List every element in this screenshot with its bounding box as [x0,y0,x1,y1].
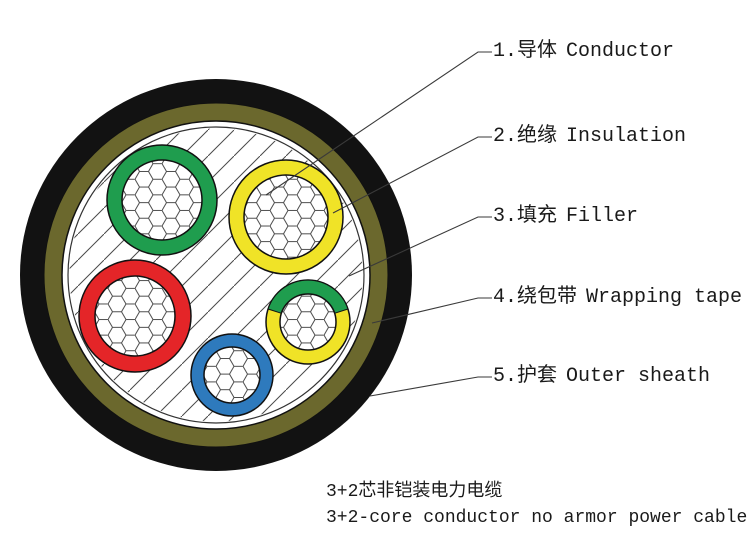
label-insulation: 2.绝缘 Insulation [493,124,686,150]
label-conductor: 1.导体 Conductor [493,39,674,65]
label-conductor-zh: 导体 [517,40,558,63]
label-insulation-number: 2. [493,125,518,148]
figure-caption: 3+2芯非铠装电力电缆 3+2-core conductor no armor … [326,479,747,531]
leader-line-outer-sheath [369,376,492,397]
caption-line-zh: 3+2芯非铠装电力电缆 [326,482,503,502]
leader-line-wrapping-tape [371,297,492,324]
leader-line-insulation [332,136,492,214]
label-conductor-en: Conductor [566,40,675,63]
label-conductor-number: 1. [493,40,518,63]
leader-lines [265,51,492,397]
label-outer-sheath-zh: 护套 [517,365,558,388]
core-blue [190,333,274,417]
leader-line-conductor [265,51,492,196]
label-wrapping-tape-zh: 绕包带 [517,286,578,309]
label-outer-sheath-en: Outer sheath [566,365,711,388]
core-red-conductor-strands [94,275,176,357]
core-yellow [228,159,344,275]
label-filler: 3.填充 Filler [493,204,638,230]
leader-line-filler [348,216,492,277]
core-green [106,144,218,256]
core-green-yellow [265,279,351,365]
label-filler-zh: 填充 [517,205,558,228]
core-yellow-conductor-strands [243,174,329,260]
core-blue-conductor-strands [203,346,261,404]
label-filler-number: 3. [493,205,518,228]
core-green-conductor-strands [121,159,203,241]
label-insulation-en: Insulation [566,125,687,148]
caption-line-en: 3+2-core conductor no armor power cable [326,508,748,528]
label-wrapping-tape: 4.绕包带 Wrapping tape [493,285,742,311]
label-outer-sheath: 5.护套 Outer sheath [493,364,710,390]
label-outer-sheath-number: 5. [493,365,518,388]
label-wrapping-tape-number: 4. [493,286,518,309]
core-green-yellow-conductor-strands [279,293,337,351]
core-red [78,259,192,373]
label-insulation-zh: 绝缘 [517,125,558,148]
label-filler-en: Filler [566,205,639,228]
label-wrapping-tape-en: Wrapping tape [586,286,743,309]
